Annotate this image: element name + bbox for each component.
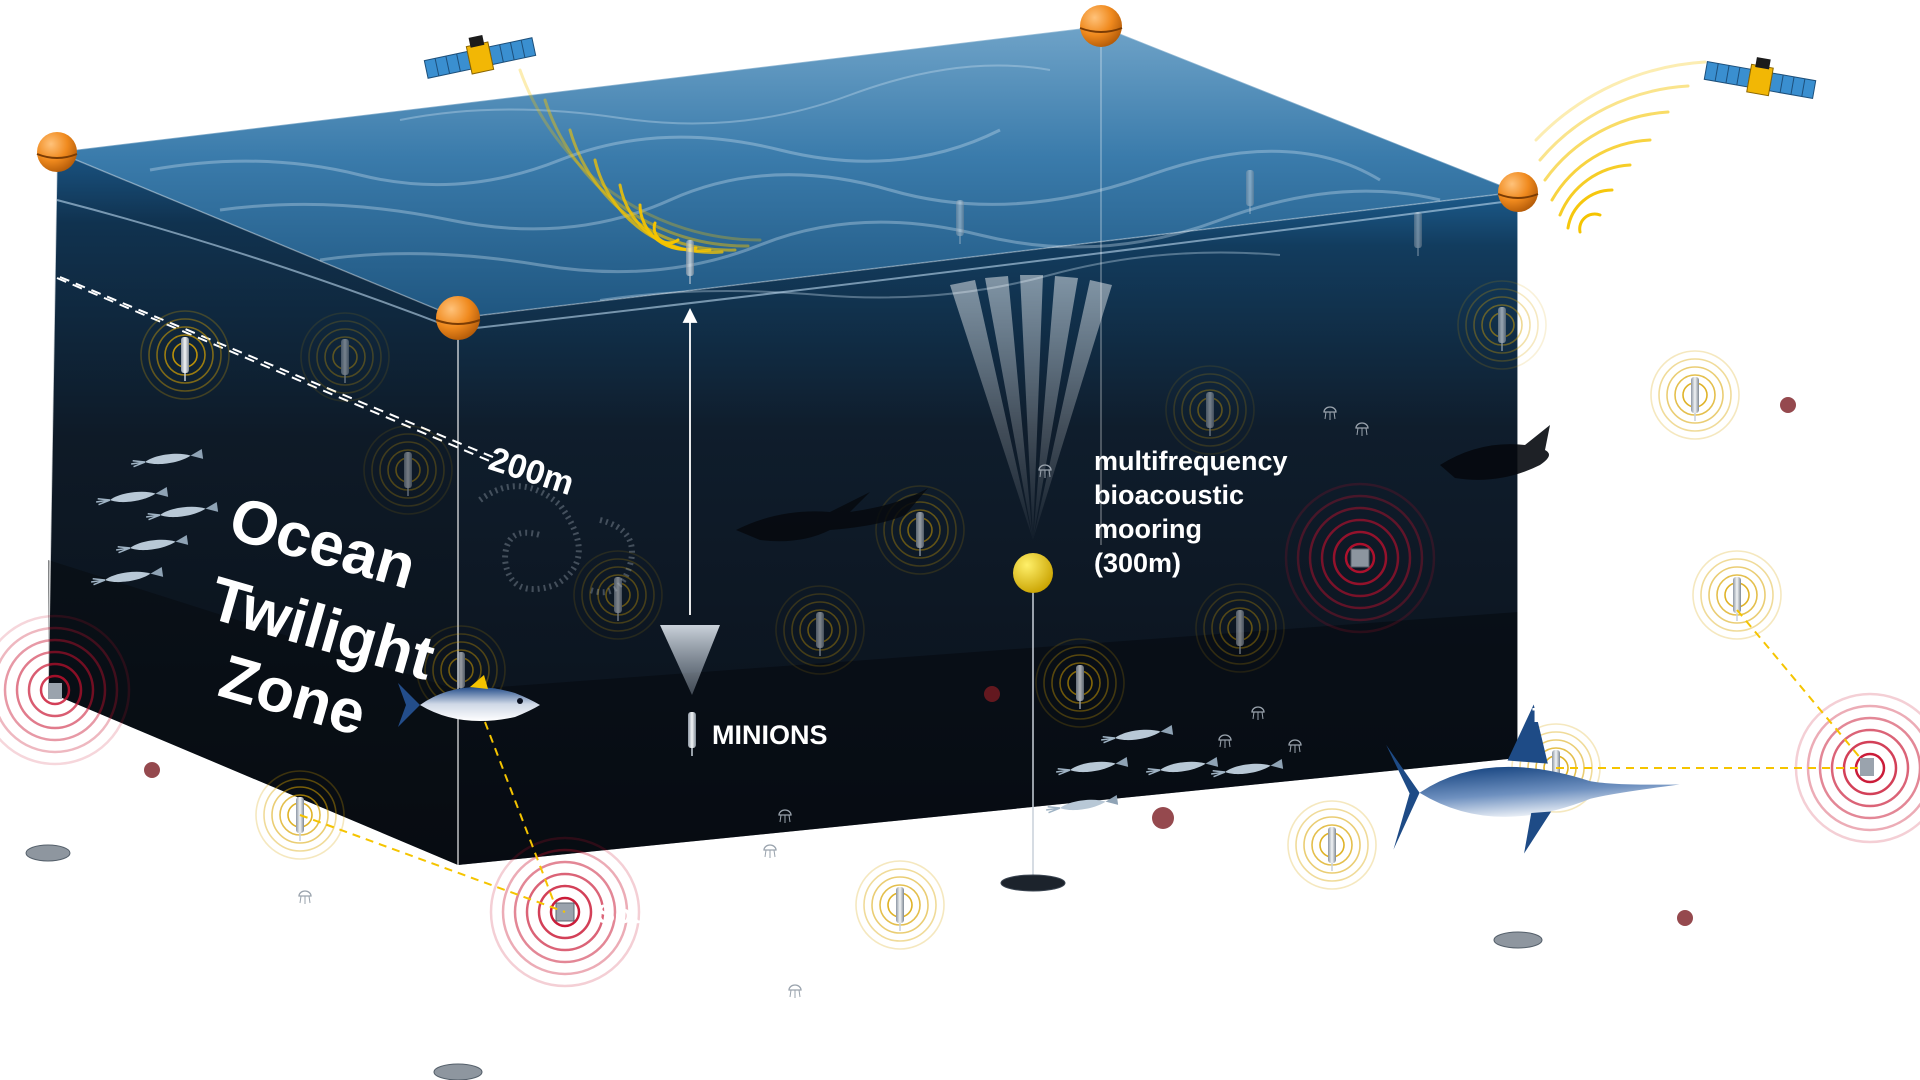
red-jellies <box>144 397 1796 926</box>
sound-source-icon <box>1860 758 1874 776</box>
buoy-icon <box>1497 172 1539 212</box>
sound-source-icon <box>48 683 62 699</box>
signal-arcs-left <box>518 68 762 254</box>
tuna-icon <box>398 675 540 727</box>
minions-label: MINIONS <box>712 720 828 750</box>
upward-arrows <box>682 234 1576 615</box>
mooring-label-line-3: mooring <box>1094 514 1202 544</box>
box-feet <box>25 844 1543 1080</box>
buoy-icon <box>435 296 481 340</box>
mooring-label-line-1: multifrequency <box>1094 446 1288 476</box>
roam-label-line-1: ROAM <box>1532 664 1615 694</box>
depth-lines <box>51 277 493 986</box>
sound-source-label: Sound Source <box>597 899 781 929</box>
mooring-label-line-2: bioacoustic <box>1094 480 1245 510</box>
tuna-silhouette <box>1440 425 1550 480</box>
swordfish-silhouette <box>736 488 928 542</box>
mooring-float <box>1013 553 1053 593</box>
siphonophore <box>478 483 635 596</box>
mooring-label: multifrequency bioacoustic mooring (300m… <box>1094 444 1288 580</box>
acoustic-links <box>299 609 1863 913</box>
minions-release-cone <box>660 625 720 757</box>
water-surface <box>57 26 1518 318</box>
mooring-anchor <box>1000 874 1066 892</box>
sound-source-rings <box>0 482 1920 988</box>
roam-label-line-2: fish tags <box>1532 698 1644 728</box>
swordfish-icon <box>1386 704 1680 854</box>
mooring-label-line-4: (300m) <box>1094 548 1182 578</box>
signal-arcs-right <box>1534 60 1707 234</box>
acoustic-beams <box>950 275 1112 540</box>
roam-label: ROAM fish tags <box>1532 662 1643 730</box>
surface-ripples <box>149 64 1441 301</box>
corner-buoys <box>36 5 1539 340</box>
box-edges <box>47 26 1519 865</box>
bioacoustic-mooring <box>950 275 1112 892</box>
satellite-icon <box>1702 48 1819 104</box>
buoy-icon <box>1079 5 1123 47</box>
satellite-icon <box>421 24 538 84</box>
buoy-icon <box>36 132 78 172</box>
